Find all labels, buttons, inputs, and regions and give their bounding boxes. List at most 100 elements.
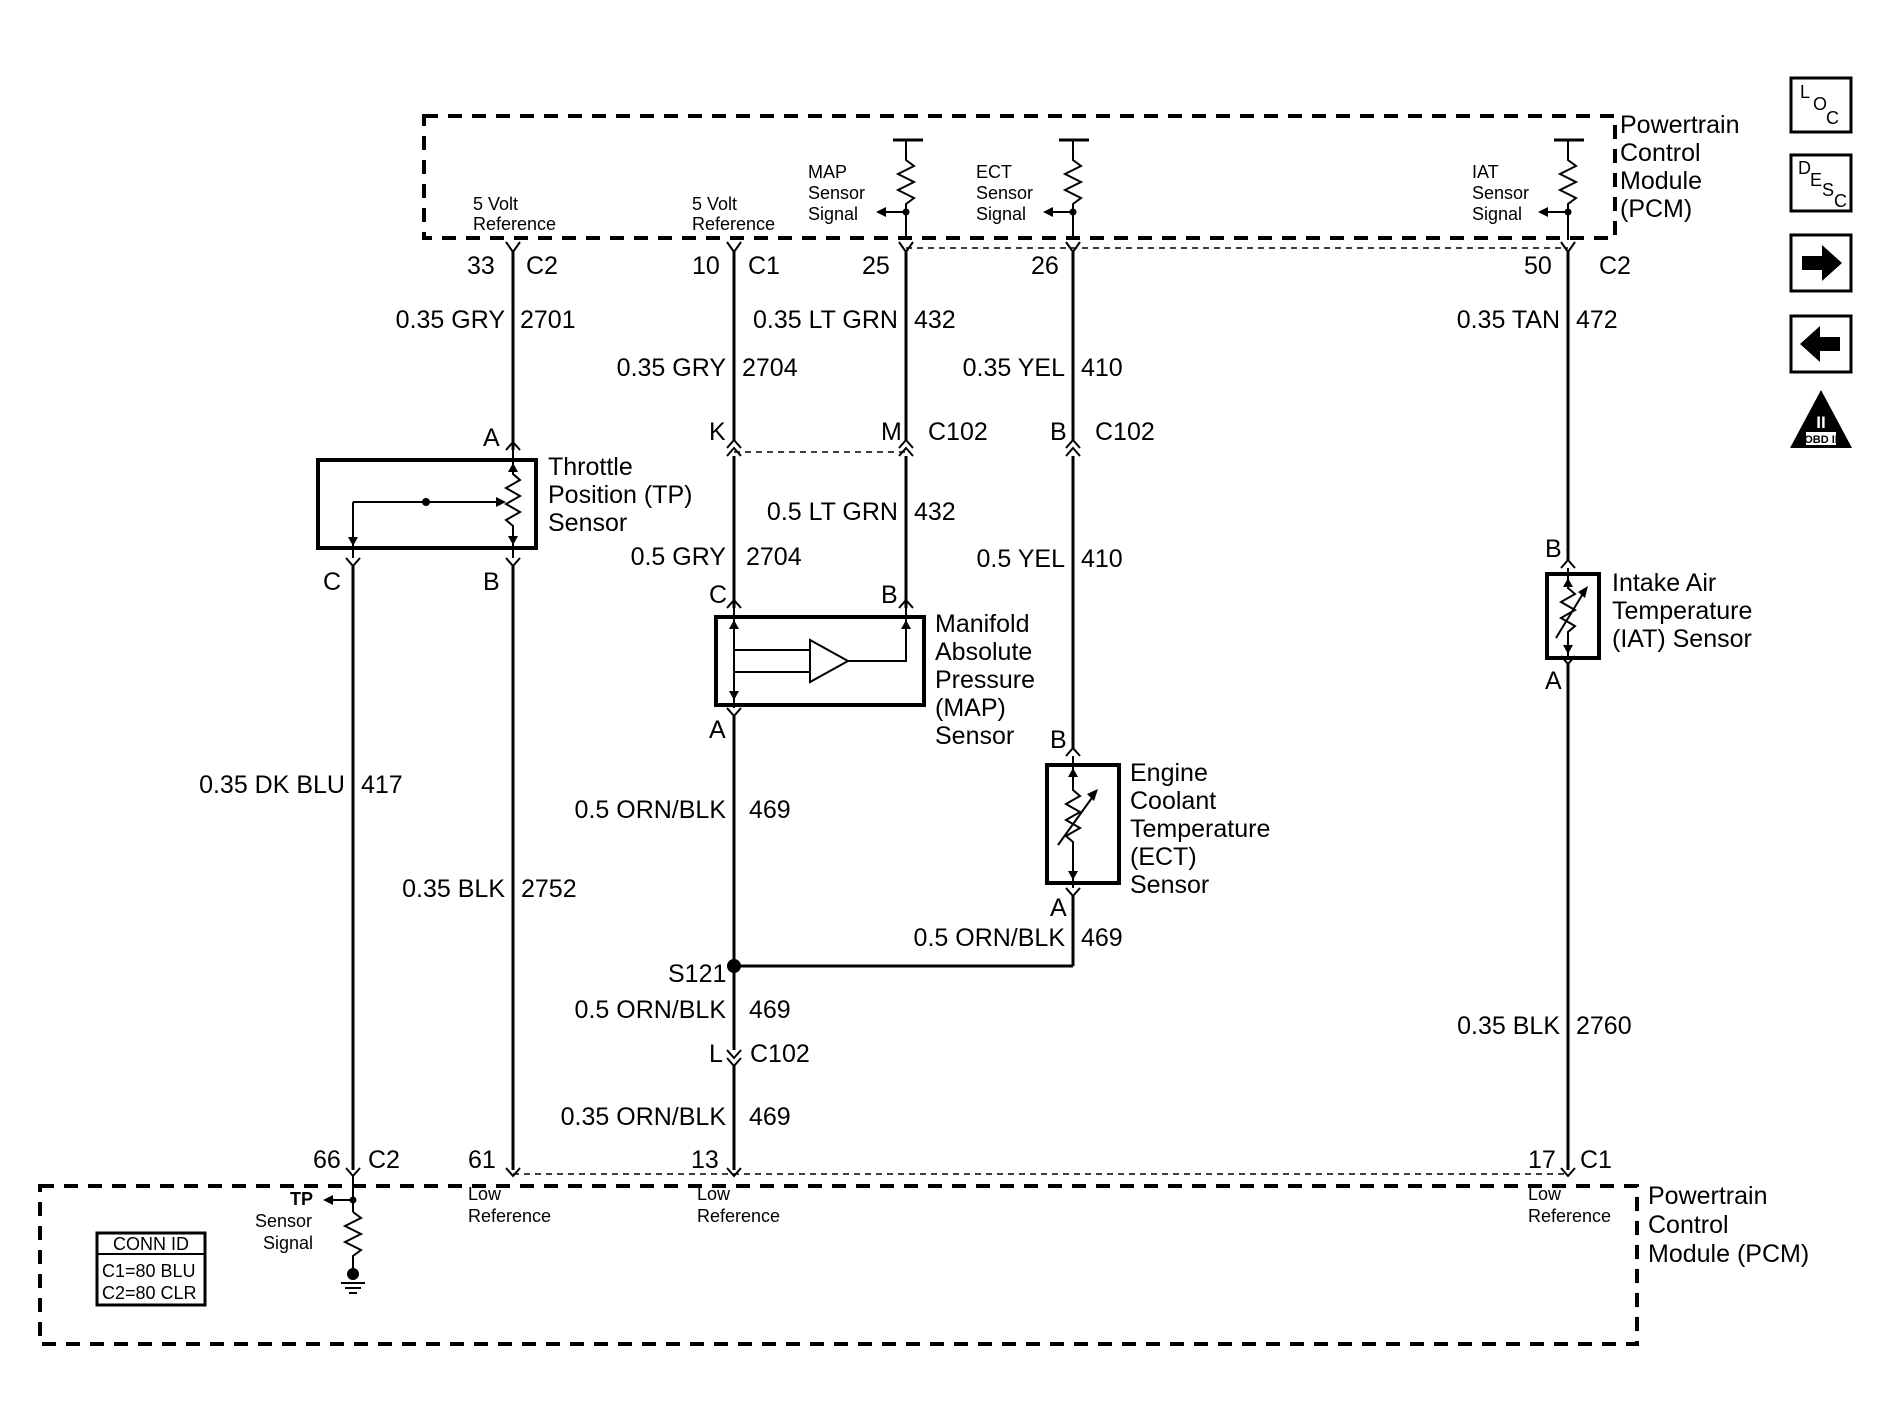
pin-66: 66	[313, 1146, 341, 1174]
svg-text:S: S	[1822, 180, 1834, 200]
pin-33: 33	[467, 252, 495, 280]
wire-469d-gauge: 0.35 ORN/BLK	[561, 1103, 727, 1131]
wire-2760-gauge: 0.35 BLK	[1457, 1012, 1560, 1040]
wire-2704a-gauge: 0.35 GRY	[617, 354, 727, 382]
iat-signal-label: IAT Sensor Signal	[1472, 162, 1534, 224]
ect-sensor-label: Engine Coolant Temperature (ECT) Sensor	[1130, 759, 1277, 899]
pin-17: 17	[1528, 1146, 1556, 1174]
previous-page-button[interactable]	[1789, 314, 1853, 374]
c102-terminal-m: M	[881, 418, 902, 446]
pin-13: 13	[691, 1146, 719, 1174]
nav-icons: L O C D E S C II OBD II	[1789, 76, 1853, 448]
svg-text:OBD II: OBD II	[1804, 434, 1838, 446]
wire-469c-gauge: 0.5 ORN/BLK	[575, 996, 727, 1024]
pcm-top-module: Powertrain Control Module (PCM) 5 Volt R…	[422, 111, 1746, 280]
tp-pulldown-resistor	[323, 1176, 365, 1294]
iat-sensor-label: Intake Air Temperature (IAT) Sensor	[1612, 569, 1759, 653]
pin-10-conn: C1	[748, 252, 780, 280]
svg-text:C: C	[1834, 191, 1847, 211]
pin-61: 61	[468, 1146, 496, 1174]
wire-432a-circuit: 432	[914, 306, 956, 334]
conn-id-c2: C2=80 CLR	[102, 1283, 197, 1303]
wire-2701-circuit: 2701	[520, 306, 576, 334]
wire-432b-gauge: 0.5 LT GRN	[767, 498, 898, 526]
pcm-bottom-title: Powertrain Control Module (PCM)	[1648, 1182, 1809, 1268]
wire-2704b-gauge: 0.5 GRY	[631, 543, 727, 571]
pin-50-conn: C2	[1599, 252, 1631, 280]
top-pin-chevrons	[505, 241, 1576, 254]
wire-469b-circuit: 469	[1081, 924, 1123, 952]
svg-text:E: E	[1810, 170, 1822, 190]
tp-sensor-label: Throttle Position (TP) Sensor	[548, 453, 699, 537]
svg-text:C: C	[1826, 108, 1839, 128]
svg-text:L: L	[1800, 82, 1810, 102]
c102-terminal-k: K	[709, 418, 726, 446]
wire-472-circuit: 472	[1576, 306, 1618, 334]
tp-terminal-b: B	[483, 568, 500, 596]
wire-2701-gauge: 0.35 GRY	[396, 306, 506, 334]
c102-chevrons	[726, 438, 1081, 1068]
wire-410b-circuit: 410	[1081, 545, 1123, 573]
ect-pullup-resistor	[1043, 138, 1089, 240]
wire-472-gauge: 0.35 TAN	[1457, 306, 1560, 334]
wire-2752-circuit: 2752	[521, 875, 577, 903]
pcm-top-boundary	[422, 114, 1617, 240]
wire-432a-gauge: 0.35 LT GRN	[753, 306, 898, 334]
splice-s121	[727, 959, 741, 973]
ref-label-33: 5 Volt Reference	[473, 194, 556, 234]
map-pullup-resistor	[876, 138, 923, 240]
ref-label-10: 5 Volt Reference	[692, 194, 775, 234]
pcm-top-title: Powertrain Control Module (PCM)	[1620, 111, 1746, 223]
splice-label: S121	[668, 960, 726, 988]
wire-469c-circuit: 469	[749, 996, 791, 1024]
iat-pullup-resistor	[1538, 138, 1584, 240]
svg-text:II: II	[1816, 413, 1825, 432]
map-signal-label: MAP Sensor Signal	[808, 162, 870, 224]
ect-terminal-b: B	[1050, 726, 1067, 754]
map-sensor-label: Manifold Absolute Pressure (MAP) Sensor	[935, 610, 1042, 750]
wire-2704b-circuit: 2704	[746, 543, 802, 571]
iat-terminal-b: B	[1545, 535, 1562, 563]
c102-label-1: C102	[928, 418, 988, 446]
wire-469a-gauge: 0.5 ORN/BLK	[575, 796, 727, 824]
tp-sensor: Throttle Position (TP) Sensor	[316, 450, 699, 558]
wire-labels: 0.35 GRY 2701 0.35 GRY 2704 0.35 LT GRN …	[199, 306, 1632, 1131]
c102-terminal-b: B	[1050, 418, 1067, 446]
tp-signal-label: TP Sensor Signal	[255, 1189, 318, 1253]
map-terminal-b: B	[881, 581, 898, 609]
low-ref-label-61: Low Reference	[468, 1184, 551, 1226]
c102-terminal-l: L	[709, 1040, 723, 1068]
iat-terminal-a: A	[1545, 667, 1562, 695]
wire-410a-gauge: 0.35 YEL	[963, 354, 1066, 382]
svg-text:D: D	[1798, 158, 1811, 178]
map-sensor: Manifold Absolute Pressure (MAP) Sensor	[714, 608, 1042, 750]
pin-25: 25	[862, 252, 890, 280]
pin-17-conn: C1	[1580, 1146, 1612, 1174]
pcm-bottom-boundary	[38, 1184, 1639, 1346]
wire-410b-gauge: 0.5 YEL	[976, 545, 1065, 573]
wire-2752-gauge: 0.35 BLK	[402, 875, 505, 903]
bottom-pin-chevrons	[345, 1167, 1576, 1178]
conn-id-c1: C1=80 BLU	[102, 1261, 196, 1281]
arrow-left-icon	[1800, 326, 1840, 362]
wire-432b-circuit: 432	[914, 498, 956, 526]
ect-terminal-a: A	[1050, 894, 1067, 922]
wire-469d-circuit: 469	[749, 1103, 791, 1131]
wire-2760-circuit: 2760	[1576, 1012, 1632, 1040]
location-icon	[1789, 76, 1853, 134]
description-button[interactable]: D E S C	[1789, 153, 1853, 213]
arrow-right-icon	[1802, 245, 1842, 281]
obd-ii-button[interactable]: II OBD II	[1790, 390, 1852, 448]
pin-50: 50	[1524, 252, 1552, 280]
wire-417-gauge: 0.35 DK BLU	[199, 771, 345, 799]
iat-sensor: Intake Air Temperature (IAT) Sensor	[1545, 568, 1759, 660]
pin-66-conn: C2	[368, 1146, 400, 1174]
terminal-letters: A B C K M C102 B C102 C B A B A B A S121…	[323, 418, 1562, 1068]
low-ref-label-17: Low Reference	[1528, 1184, 1611, 1226]
c102-label-3: C102	[750, 1040, 810, 1068]
next-page-button[interactable]	[1789, 233, 1853, 293]
location-button[interactable]: L O C	[1789, 76, 1853, 134]
wire-410a-circuit: 410	[1081, 354, 1123, 382]
